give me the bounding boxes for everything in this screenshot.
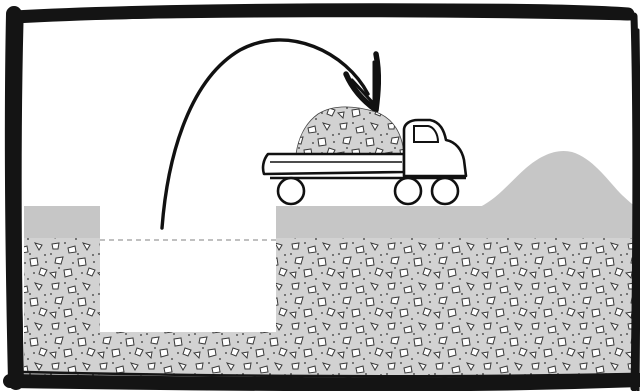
dump-truck-icon: [261, 106, 468, 206]
ground-surface-left: [24, 206, 100, 238]
truck-wheel: [393, 176, 423, 206]
arrow-icon: [160, 38, 382, 230]
ground-surface-right: [276, 206, 636, 238]
frame-border: [3, 3, 640, 391]
soil-pile: [480, 150, 636, 207]
soil-load: [295, 106, 405, 155]
excavation-pit: [100, 238, 276, 332]
truck-wheel: [430, 176, 460, 206]
truck-wheel: [276, 176, 306, 206]
